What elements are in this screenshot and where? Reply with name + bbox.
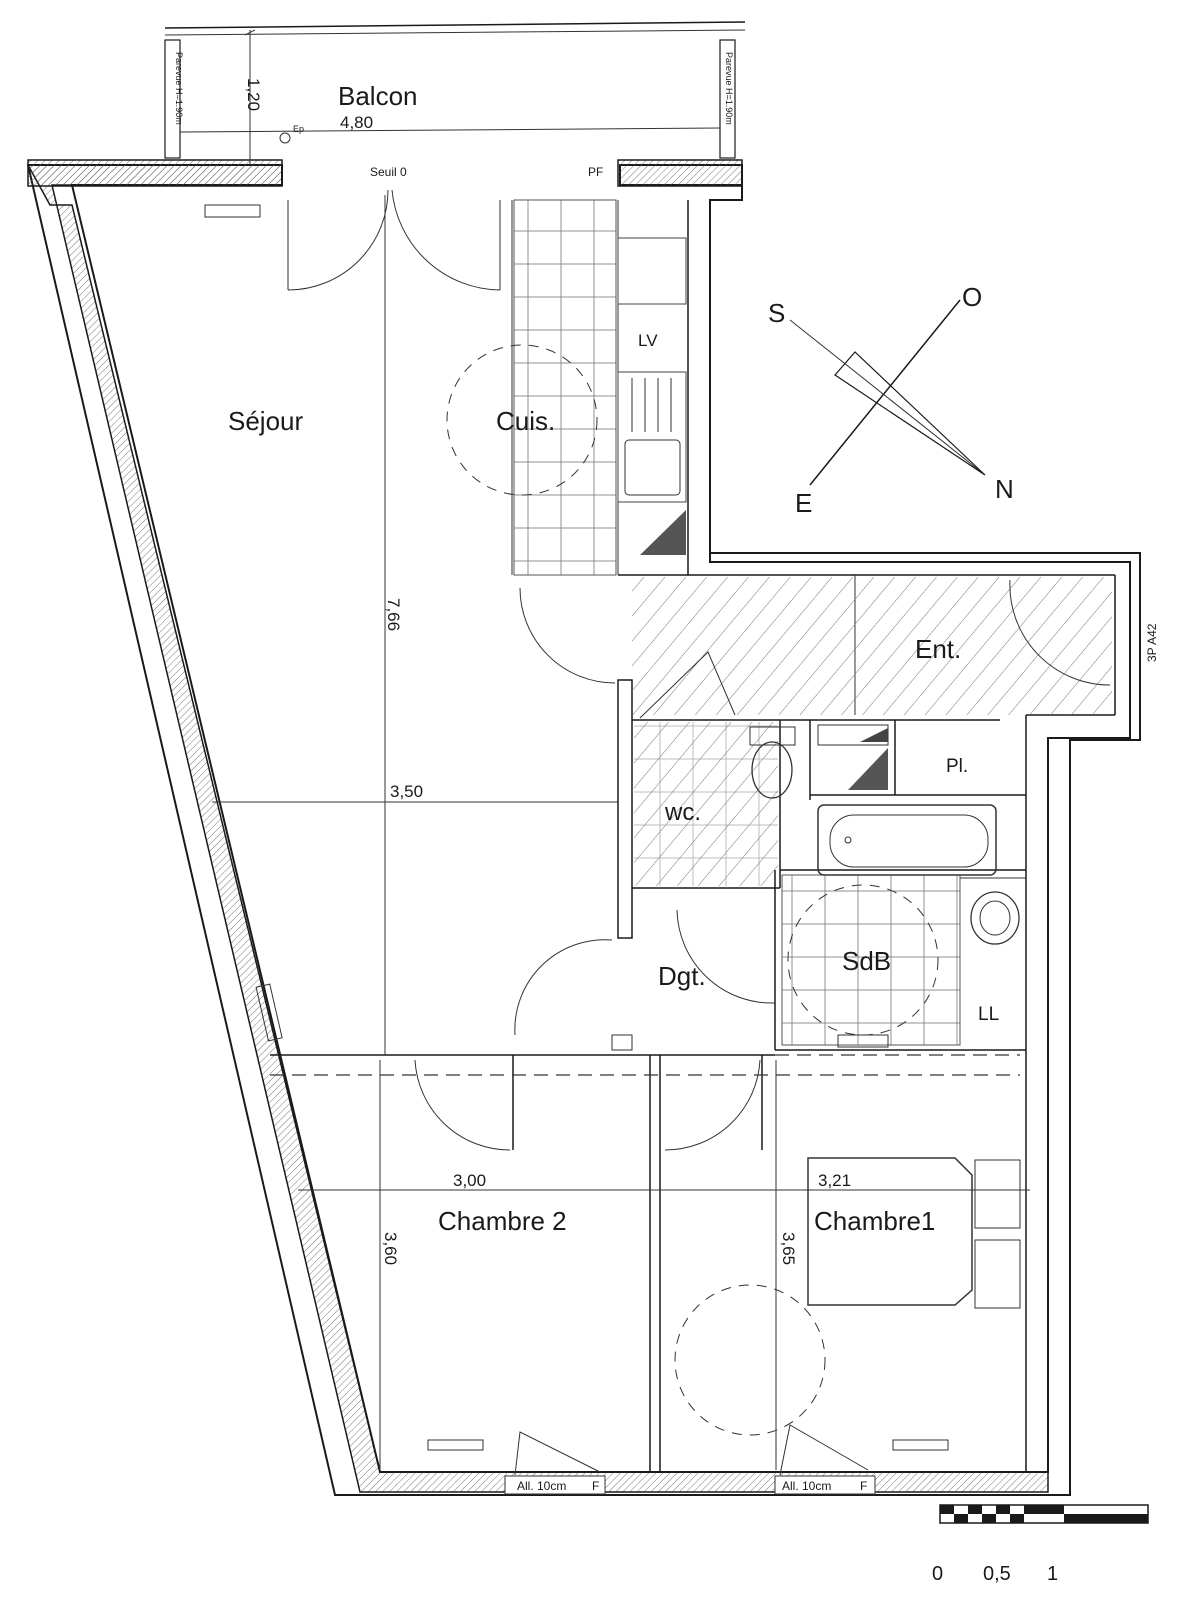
kitchen-tiles — [513, 199, 617, 576]
annotation-seuil: Seuil 0 — [370, 165, 407, 179]
dim-chambre1-length: 3,65 — [779, 1232, 798, 1265]
room-label-ll: LL — [978, 1004, 999, 1025]
compass-south: S — [768, 298, 785, 328]
room-label-sejour: Séjour — [228, 406, 303, 436]
turning-circle-kitchen — [446, 344, 598, 496]
dim-sejour-length: 7,66 — [384, 598, 403, 631]
scale-label-0: 0 — [932, 1563, 943, 1585]
annotation-allege-2-f: F — [860, 1479, 867, 1493]
turning-circle-bath — [787, 884, 939, 1036]
radiators — [204, 204, 949, 1451]
doors — [287, 189, 1111, 1476]
room-label-chambre1: Chambre1 — [814, 1206, 935, 1236]
dim-sejour-width: 3,50 — [390, 782, 423, 801]
balcony — [164, 21, 746, 165]
scale-bar: 0 0,5 1 — [932, 1504, 1149, 1585]
room-label-lv: LV — [638, 331, 658, 350]
annotation-allege-1-f: F — [592, 1479, 599, 1493]
annotation-pf: PF — [588, 165, 603, 179]
kitchen-fixtures — [617, 237, 687, 555]
dimension-lines — [212, 195, 1030, 1470]
room-label-wc: wc. — [664, 799, 701, 826]
outer-boundary — [27, 164, 1141, 1496]
top-right-wall — [617, 159, 743, 187]
compass-north: N — [995, 474, 1014, 504]
bed — [807, 1157, 1021, 1309]
annotation-allege-2: All. 10cm — [782, 1479, 831, 1493]
dim-balcon-width: 4,80 — [340, 113, 373, 132]
room-label-degagement: Dgt. — [658, 961, 706, 991]
wc-tiles — [634, 722, 778, 886]
dim-chambre2-width: 3,00 — [453, 1171, 486, 1190]
floor-finishes — [513, 199, 1112, 1046]
toilet-icon — [749, 726, 796, 746]
turning-circle-bedroom — [674, 1284, 826, 1436]
dim-chambre2-length: 3,60 — [381, 1232, 400, 1265]
annotation-allege-1: All. 10cm — [517, 1479, 566, 1493]
dimension-labels: 4,80 1,20 7,66 3,50 3,00 3,60 3,21 3,65 — [244, 78, 851, 1265]
annotation-ep: Ep — [293, 124, 304, 134]
compass: S O E N — [768, 282, 1014, 518]
annotations: Seuil 0 PF Parevue H=1.90m Parevue H=1.9… — [174, 52, 1159, 1495]
compass-west: O — [962, 282, 982, 312]
top-left-wall — [27, 159, 283, 187]
room-label-placard: Pl. — [946, 756, 968, 777]
room-label-balcon: Balcon — [338, 81, 418, 111]
annotation-parevue-left: Parevue H=1.90m — [174, 52, 184, 125]
exterior-walls — [26, 159, 1141, 1496]
room-labels: Balcon Séjour Cuis. LV Ent. Pl. wc. Dgt.… — [228, 81, 999, 1236]
room-label-entree: Ent. — [915, 634, 961, 664]
annotation-parevue-right: Parevue H=1.90m — [724, 52, 734, 125]
scale-label-1: 1 — [1047, 1563, 1058, 1585]
room-label-chambre2: Chambre 2 — [438, 1206, 567, 1236]
dim-balcon-depth: 1,20 — [244, 78, 263, 111]
bath-tiles — [781, 874, 961, 1046]
bathtub-icon — [817, 804, 997, 876]
room-label-cuisine: Cuis. — [496, 406, 555, 436]
compass-east: E — [795, 488, 812, 518]
scale-label-05: 0,5 — [983, 1563, 1011, 1585]
dashed-lines — [270, 344, 1020, 1436]
sink-icon — [624, 439, 681, 496]
dim-chambre1-width: 3,21 — [818, 1171, 851, 1190]
kitchen-partition — [617, 679, 633, 939]
room-label-sdb: SdB — [842, 946, 891, 976]
entry-hatch — [632, 577, 1112, 715]
annotation-reference: 3P A42 — [1145, 623, 1159, 662]
washbasin-icon — [970, 891, 1020, 945]
